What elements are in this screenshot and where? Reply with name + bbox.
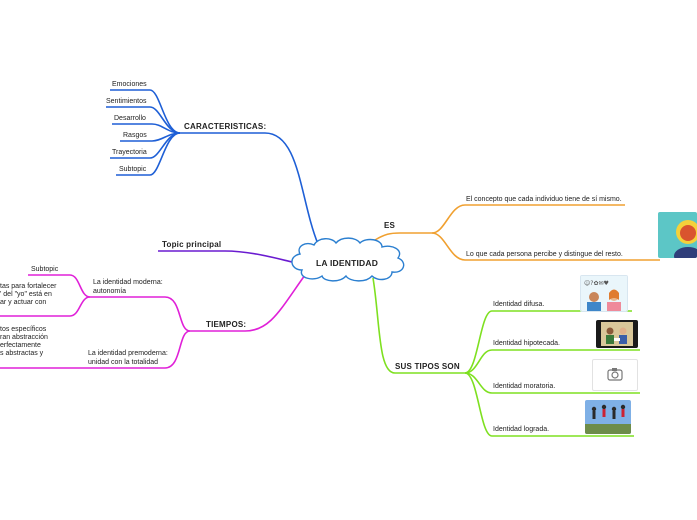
caracteristicas-header[interactable]: CARACTERISTICAS: bbox=[184, 122, 267, 131]
caracteristicas-item-emociones[interactable]: Emociones bbox=[112, 81, 147, 88]
identidad-premoderna-node[interactable]: La identidad premoderna: unidad con la t… bbox=[88, 350, 168, 366]
moderna-partial-line-2: ' del "yo" está en bbox=[0, 291, 52, 298]
moderna-subtopic-node[interactable]: Subtopic bbox=[31, 266, 59, 273]
sus-tipos-header[interactable]: SUS TIPOS SON bbox=[395, 362, 460, 371]
tipo-identidad-lograda[interactable]: Identidad lograda. bbox=[493, 426, 550, 433]
identidad-difusa-image: ☺?✿✉♥ bbox=[580, 275, 628, 312]
premoderna-partial-line-4: s abstractas y bbox=[0, 350, 44, 357]
caracteristicas-item-rasgos[interactable]: Rasgos bbox=[123, 132, 147, 139]
camera-icon bbox=[607, 368, 623, 381]
identidad-hipotecada-image bbox=[596, 320, 638, 348]
tipo-identidad-difusa[interactable]: Identidad difusa. bbox=[493, 301, 545, 308]
identidad-moderna-node[interactable]: La identidad moderna: autonomía bbox=[93, 279, 163, 295]
branch-tiempos-lines bbox=[0, 274, 306, 369]
branch-caracteristicas-lines bbox=[106, 89, 319, 245]
branch-topic-principal-line bbox=[158, 250, 293, 263]
moderna-partial-line-3: ar y actuar con bbox=[0, 299, 47, 306]
es-item-percibe[interactable]: Lo que cada persona percibe y distingue … bbox=[466, 251, 623, 258]
branch-sus-tipos-lines bbox=[372, 277, 640, 437]
tipo-identidad-hipotecada[interactable]: Identidad hipotecada. bbox=[493, 340, 560, 347]
tipo-identidad-moratoria[interactable]: Identidad moratoria. bbox=[493, 383, 556, 390]
identidad-lograda-image bbox=[585, 400, 631, 434]
topic-principal-node[interactable]: Topic principal bbox=[162, 240, 222, 249]
es-header[interactable]: ES bbox=[384, 221, 396, 230]
caracteristicas-item-desarrollo[interactable]: Desarrollo bbox=[114, 115, 146, 122]
moderna-partial-line-1: tas para fortalecer bbox=[0, 283, 57, 290]
root-node-cloud[interactable] bbox=[291, 237, 405, 282]
es-item-concepto[interactable]: El concepto que cada individuo tiene de … bbox=[466, 196, 622, 203]
branch-es-lines bbox=[374, 204, 660, 261]
identidad-moratoria-image-placeholder bbox=[592, 359, 638, 391]
caracteristicas-item-sentimientos[interactable]: Sentimientos bbox=[106, 98, 147, 105]
premoderna-partial-line-1: tos específicos bbox=[0, 326, 47, 333]
premoderna-partial-line-3: erfectamente bbox=[0, 342, 41, 349]
svg-text:☺?✿✉♥: ☺?✿✉♥ bbox=[584, 280, 609, 287]
caracteristicas-item-trayectoria[interactable]: Trayectoria bbox=[112, 149, 147, 156]
premoderna-partial-line-2: ran abstracción bbox=[0, 334, 48, 341]
caracteristicas-item-subtopic[interactable]: Subtopic bbox=[119, 166, 147, 173]
tiempos-header[interactable]: TIEMPOS: bbox=[206, 320, 247, 329]
person-illustration-image bbox=[658, 212, 697, 258]
root-node-title: LA IDENTIDAD bbox=[316, 258, 379, 268]
